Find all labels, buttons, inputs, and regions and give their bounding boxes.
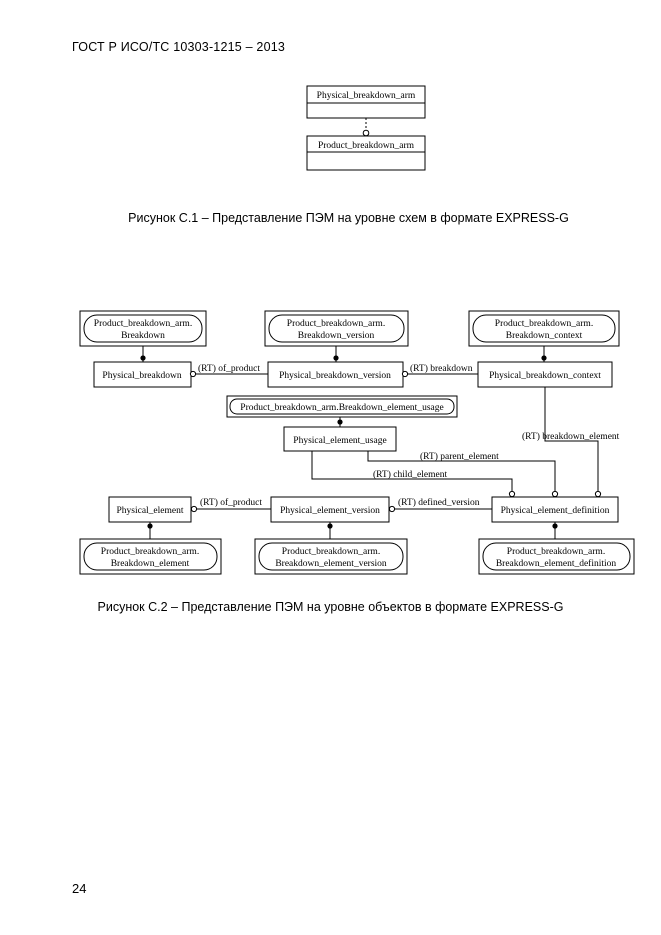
relation-defined-version: (RT) defined_version xyxy=(398,497,480,508)
entity-physical-element-definition: Physical_element_definition xyxy=(491,496,619,523)
external-ref-breakdown-element-definition: Product_breakdown_arm. Breakdown_element… xyxy=(478,538,635,575)
schema-box-physical-breakdown-arm xyxy=(306,85,426,119)
svg-text:Product_breakdown_arm.: Product_breakdown_arm. xyxy=(101,547,199,557)
svg-text:Product_breakdown_arm.: Product_breakdown_arm. xyxy=(287,319,385,329)
svg-text:Breakdown_element_definition: Breakdown_element_definition xyxy=(496,558,617,569)
relation-child-element: (RT) child_element xyxy=(373,469,447,480)
entity-physical-element-version: Physical_element_version xyxy=(270,496,390,523)
relation-of-product-element: (RT) of_product xyxy=(200,497,262,508)
svg-text:Product_breakdown_arm.: Product_breakdown_arm. xyxy=(282,547,380,557)
external-ref-breakdown-context: Product_breakdown_arm. Breakdown_context xyxy=(468,310,620,347)
svg-text:Physical_element_usage: Physical_element_usage xyxy=(293,436,386,446)
entity-physical-breakdown: Physical_breakdown xyxy=(93,361,192,388)
entity-physical-breakdown-context: Physical_breakdown_context xyxy=(477,361,613,388)
entity-physical-breakdown-version: Physical_breakdown_version xyxy=(267,361,404,388)
svg-text:Physical_element_version: Physical_element_version xyxy=(280,506,380,516)
relation-parent-element: (RT) parent_element xyxy=(420,451,499,462)
svg-text:Breakdown_version: Breakdown_version xyxy=(298,331,375,341)
schema-label-product-breakdown-arm: Product_breakdown_arm xyxy=(318,141,415,151)
external-ref-breakdown: Product_breakdown_arm. Breakdown xyxy=(79,310,207,347)
external-ref-breakdown-element: Product_breakdown_arm. Breakdown_element xyxy=(79,538,222,575)
document-header: ГОСТ Р ИСО/ТС 10303-1215 – 2013 xyxy=(72,40,286,54)
external-ref-breakdown-element-usage: Product_breakdown_arm.Breakdown_element_… xyxy=(226,395,458,418)
figure-1-caption: Рисунок С.1 – Представление ПЭМ на уровн… xyxy=(128,211,569,225)
svg-text:Breakdown: Breakdown xyxy=(121,331,165,341)
schema-label-physical-breakdown-arm: Physical_breakdown_arm xyxy=(317,91,416,101)
schema-box-product-breakdown-arm xyxy=(306,135,426,171)
svg-text:Physical_element: Physical_element xyxy=(116,506,183,516)
svg-text:Physical_element_definition: Physical_element_definition xyxy=(501,505,610,516)
relation-breakdown: (RT) breakdown xyxy=(410,363,473,374)
svg-text:Product_breakdown_arm.: Product_breakdown_arm. xyxy=(507,547,605,557)
figure-2-entity-diagram: Product_breakdown_arm. Breakdown Product… xyxy=(79,310,635,575)
relation-of-product-breakdown: (RT) of_product xyxy=(198,363,260,374)
entity-physical-element-usage: Physical_element_usage xyxy=(283,426,397,452)
svg-text:Product_breakdown_arm.: Product_breakdown_arm. xyxy=(94,319,192,329)
figure-1-schema-diagram: Physical_breakdown_arm Product_breakdown… xyxy=(306,85,426,171)
svg-text:Physical_breakdown_version: Physical_breakdown_version xyxy=(279,371,391,381)
svg-text:Breakdown_context: Breakdown_context xyxy=(506,331,583,341)
figure-2-caption: Рисунок С.2 – Представление ПЭМ на уровн… xyxy=(97,600,564,614)
schema-reference-circle xyxy=(362,129,370,137)
svg-text:Product_breakdown_arm.: Product_breakdown_arm. xyxy=(495,319,593,329)
svg-text:Physical_breakdown_context: Physical_breakdown_context xyxy=(489,371,601,381)
relation-breakdown-element: (RT) breakdown_element xyxy=(522,431,620,442)
svg-text:Breakdown_element: Breakdown_element xyxy=(111,559,190,569)
page-number: 24 xyxy=(72,881,87,896)
svg-text:Breakdown_element_version: Breakdown_element_version xyxy=(275,559,387,569)
svg-text:Physical_breakdown: Physical_breakdown xyxy=(102,371,181,381)
external-ref-breakdown-version: Product_breakdown_arm. Breakdown_version xyxy=(264,310,409,347)
entity-physical-element: Physical_element xyxy=(108,496,192,523)
svg-text:Product_breakdown_arm.Breakdow: Product_breakdown_arm.Breakdown_element_… xyxy=(240,403,443,413)
external-ref-breakdown-element-version: Product_breakdown_arm. Breakdown_element… xyxy=(254,538,408,575)
